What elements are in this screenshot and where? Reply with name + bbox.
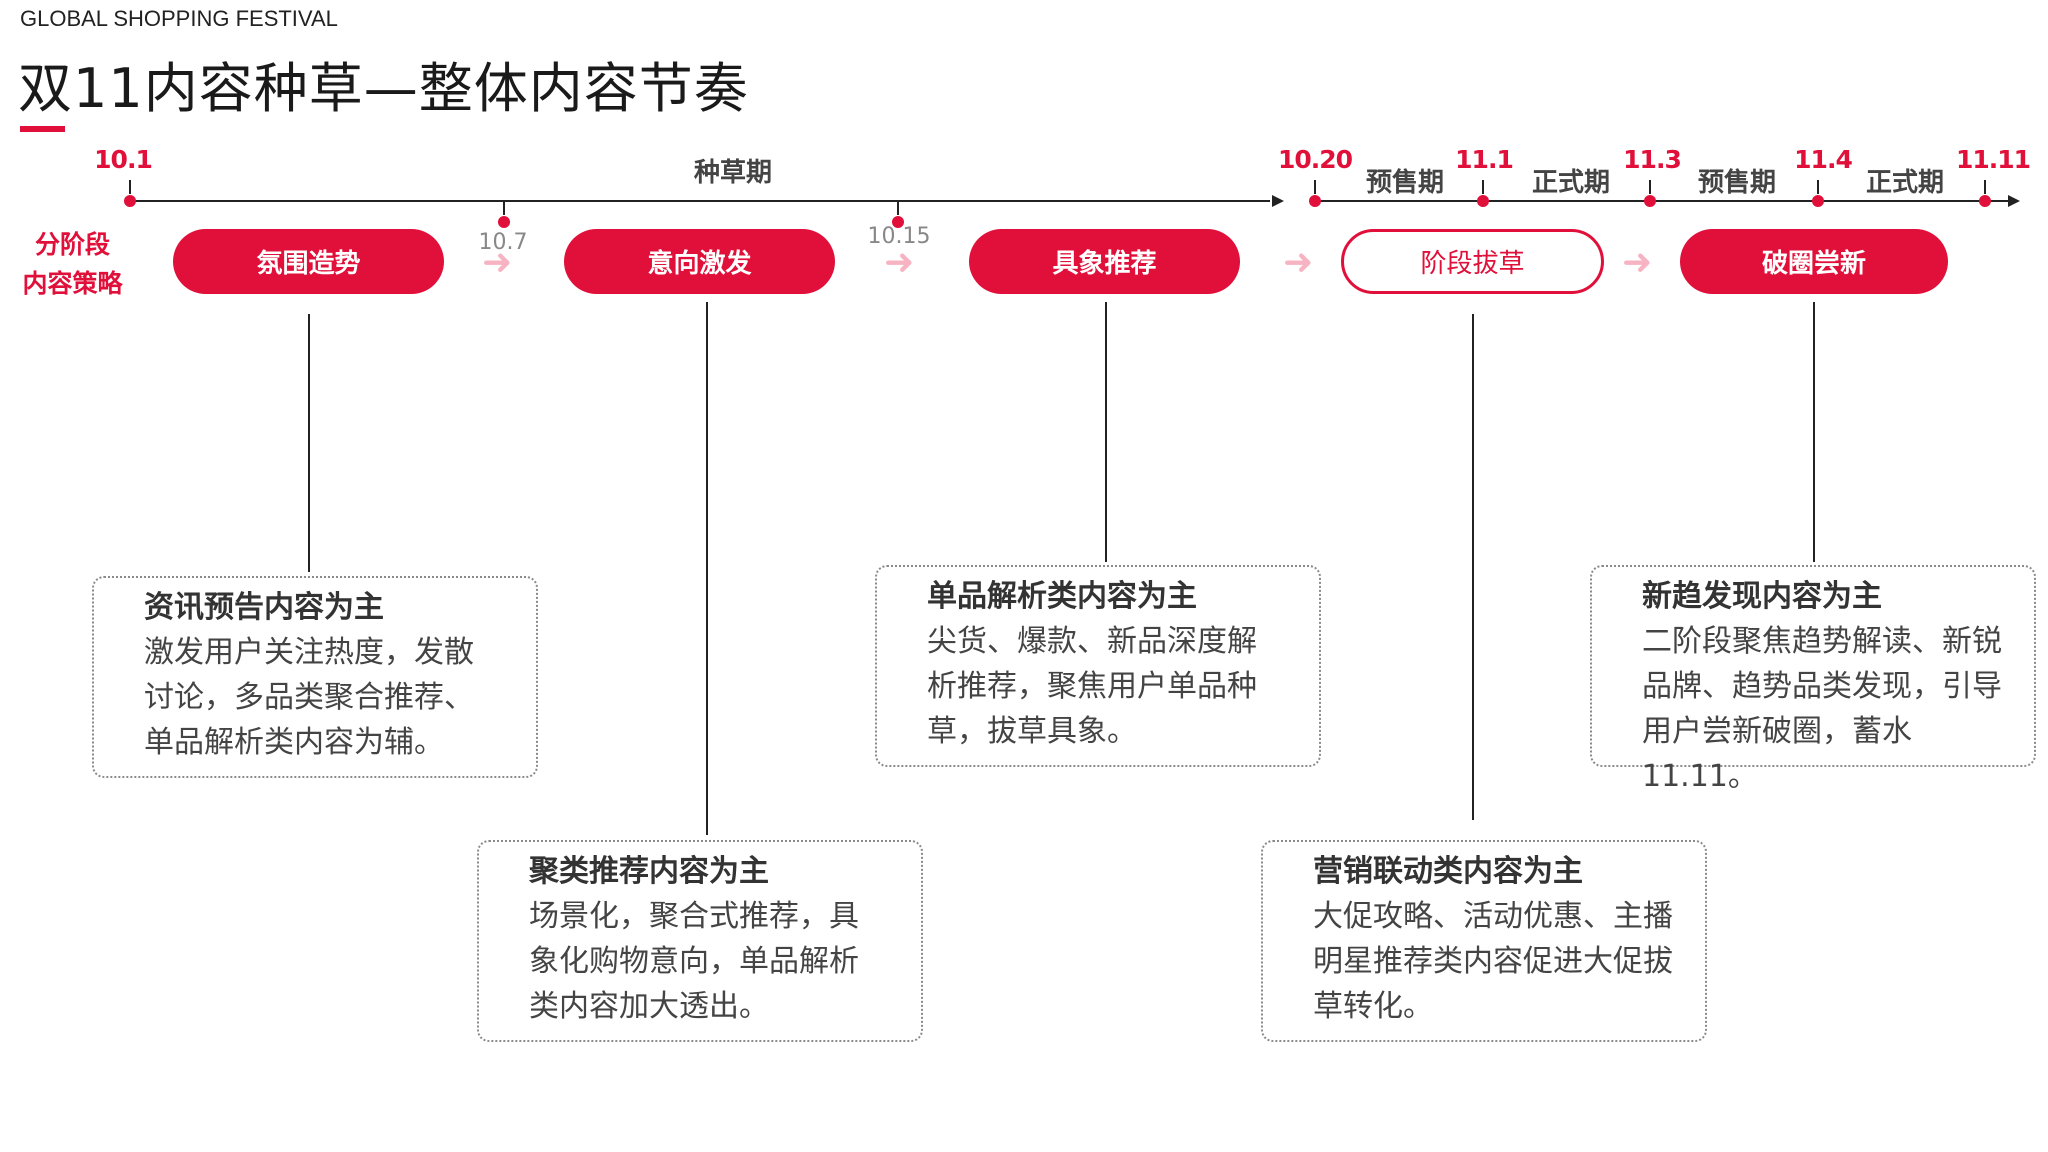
header-kicker: GLOBAL SHOPPING FESTIVAL	[20, 6, 338, 31]
strategy-card-marketing-linkage: 营销联动类内容为主 大促攻略、活动优惠、主播 明星推荐类内容促进大促拔 草转化。	[1261, 840, 1707, 1042]
date-dot	[1812, 195, 1824, 207]
page-title: 双11内容种草—整体内容节奏	[18, 57, 749, 120]
stage-pill-conversion: 阶段拔草	[1341, 229, 1604, 294]
connector-line	[1105, 302, 1107, 562]
date-tick	[503, 201, 505, 215]
timeline-arrowhead-1	[1272, 195, 1284, 207]
period-label-presale: 预售期	[1365, 168, 1444, 198]
card-body-line: 象化购物意向，单品解析	[529, 944, 859, 979]
date-dot	[124, 195, 136, 207]
card-body: 尖货、爆款、新品深度解 析推荐，聚焦用户单品种 草，拔草具象。	[927, 619, 1299, 754]
strategy-label: 分阶段 内容策略	[10, 225, 135, 303]
card-title: 新趋发现内容为主	[1642, 579, 1882, 614]
date-tick	[1984, 180, 1986, 194]
stage-pill-concrete: 具象推荐	[969, 229, 1240, 294]
chevron-right-icon: ➜	[1283, 242, 1314, 283]
card-body-line: 场景化，聚合式推荐，具	[529, 899, 859, 934]
card-body-line: 草转化。	[1313, 989, 1433, 1024]
card-title: 聚类推荐内容为主	[529, 854, 769, 889]
card-body-line: 单品解析类内容为辅。	[144, 725, 444, 760]
date-label-11-3: 11.3	[1623, 145, 1682, 174]
date-dot	[498, 216, 510, 228]
stage-pill-breakout: 破圈尝新	[1680, 229, 1948, 294]
strategy-card-cluster-recommend: 聚类推荐内容为主 场景化，聚合式推荐，具 象化购物意向，单品解析 类内容加大透出…	[477, 840, 923, 1042]
card-title: 营销联动类内容为主	[1313, 854, 1583, 889]
chevron-right-icon: ➜	[1622, 242, 1653, 283]
timeline-axis-segment-1	[130, 200, 1270, 202]
card-body: 大促攻略、活动优惠、主播 明星推荐类内容促进大促拔 草转化。	[1313, 894, 1685, 1029]
date-label-10-20: 10.20	[1277, 145, 1353, 174]
card-body-line: 析推荐，聚焦用户单品种	[927, 669, 1257, 704]
date-label-10-1: 10.1	[94, 145, 153, 174]
timeline-arrowhead-2	[2008, 195, 2020, 207]
connector-line	[706, 302, 708, 835]
card-body-line: 讨论，多品类聚合推荐、	[144, 680, 474, 715]
card-body-line: 激发用户关注热度，发散	[144, 635, 474, 670]
date-label-11-1: 11.1	[1455, 145, 1514, 174]
connector-line	[1472, 314, 1474, 820]
date-tick	[1817, 180, 1819, 194]
connector-line	[308, 314, 310, 572]
card-body: 二阶段聚焦趋势解读、新锐 品牌、趋势品类发现，引导 用户尝新破圈，蓄水11.11…	[1642, 619, 2014, 799]
strategy-label-line-2: 内容策略	[22, 269, 123, 298]
date-tick	[1482, 180, 1484, 194]
stage-pill-atmosphere: 氛围造势	[173, 229, 444, 294]
date-label-10-7: 10.7	[478, 230, 528, 255]
card-body-line: 明星推荐类内容促进大促拔	[1313, 944, 1673, 979]
period-label-formal: 正式期	[1865, 168, 1944, 198]
card-body-line: 二阶段聚焦趋势解读、新锐	[1642, 624, 2002, 659]
chevron-right-icon: ➜	[884, 242, 915, 283]
date-label-11-4: 11.4	[1794, 145, 1853, 174]
date-tick	[1649, 180, 1651, 194]
strategy-label-line-1: 分阶段	[34, 230, 110, 259]
card-body: 场景化，聚合式推荐，具 象化购物意向，单品解析 类内容加大透出。	[529, 894, 901, 1029]
card-body-line: 大促攻略、活动优惠、主播	[1313, 899, 1673, 934]
card-body-line: 类内容加大透出。	[529, 989, 769, 1024]
date-tick	[897, 201, 899, 215]
date-tick	[129, 180, 131, 194]
card-body-line: 品牌、趋势品类发现，引导	[1642, 669, 2002, 704]
date-dot	[1644, 195, 1656, 207]
period-label-presale: 预售期	[1697, 168, 1776, 198]
card-body-line: 尖货、爆款、新品深度解	[927, 624, 1257, 659]
date-tick	[1314, 180, 1316, 194]
date-dot	[1979, 195, 1991, 207]
date-dot	[1477, 195, 1489, 207]
chevron-right-icon: ➜	[482, 242, 513, 283]
strategy-card-single-product: 单品解析类内容为主 尖货、爆款、新品深度解 析推荐，聚焦用户单品种 草，拔草具象…	[875, 565, 1321, 767]
card-title: 资讯预告内容为主	[144, 590, 384, 625]
connector-line	[1813, 302, 1815, 562]
strategy-card-info-preview: 资讯预告内容为主 激发用户关注热度，发散 讨论，多品类聚合推荐、 单品解析类内容…	[92, 576, 538, 778]
card-body-line: 用户尝新破圈，蓄水11.11。	[1642, 714, 1912, 794]
period-label-seeding: 种草期	[693, 158, 772, 188]
period-label-formal: 正式期	[1531, 168, 1610, 198]
date-label-11-11: 11.11	[1955, 145, 2031, 174]
card-body: 激发用户关注热度，发散 讨论，多品类聚合推荐、 单品解析类内容为辅。	[144, 630, 516, 765]
strategy-card-trend-discovery: 新趋发现内容为主 二阶段聚焦趋势解读、新锐 品牌、趋势品类发现，引导 用户尝新破…	[1590, 565, 2036, 794]
title-accent-bar	[20, 126, 65, 132]
timeline-axis-segment-2	[1315, 200, 2009, 202]
date-dot	[1309, 195, 1321, 207]
card-title: 单品解析类内容为主	[927, 579, 1197, 614]
date-dot	[892, 216, 904, 228]
card-body-line: 草，拔草具象。	[927, 714, 1137, 749]
date-label-10-15: 10.15	[867, 224, 931, 249]
stage-pill-intent: 意向激发	[564, 229, 835, 294]
